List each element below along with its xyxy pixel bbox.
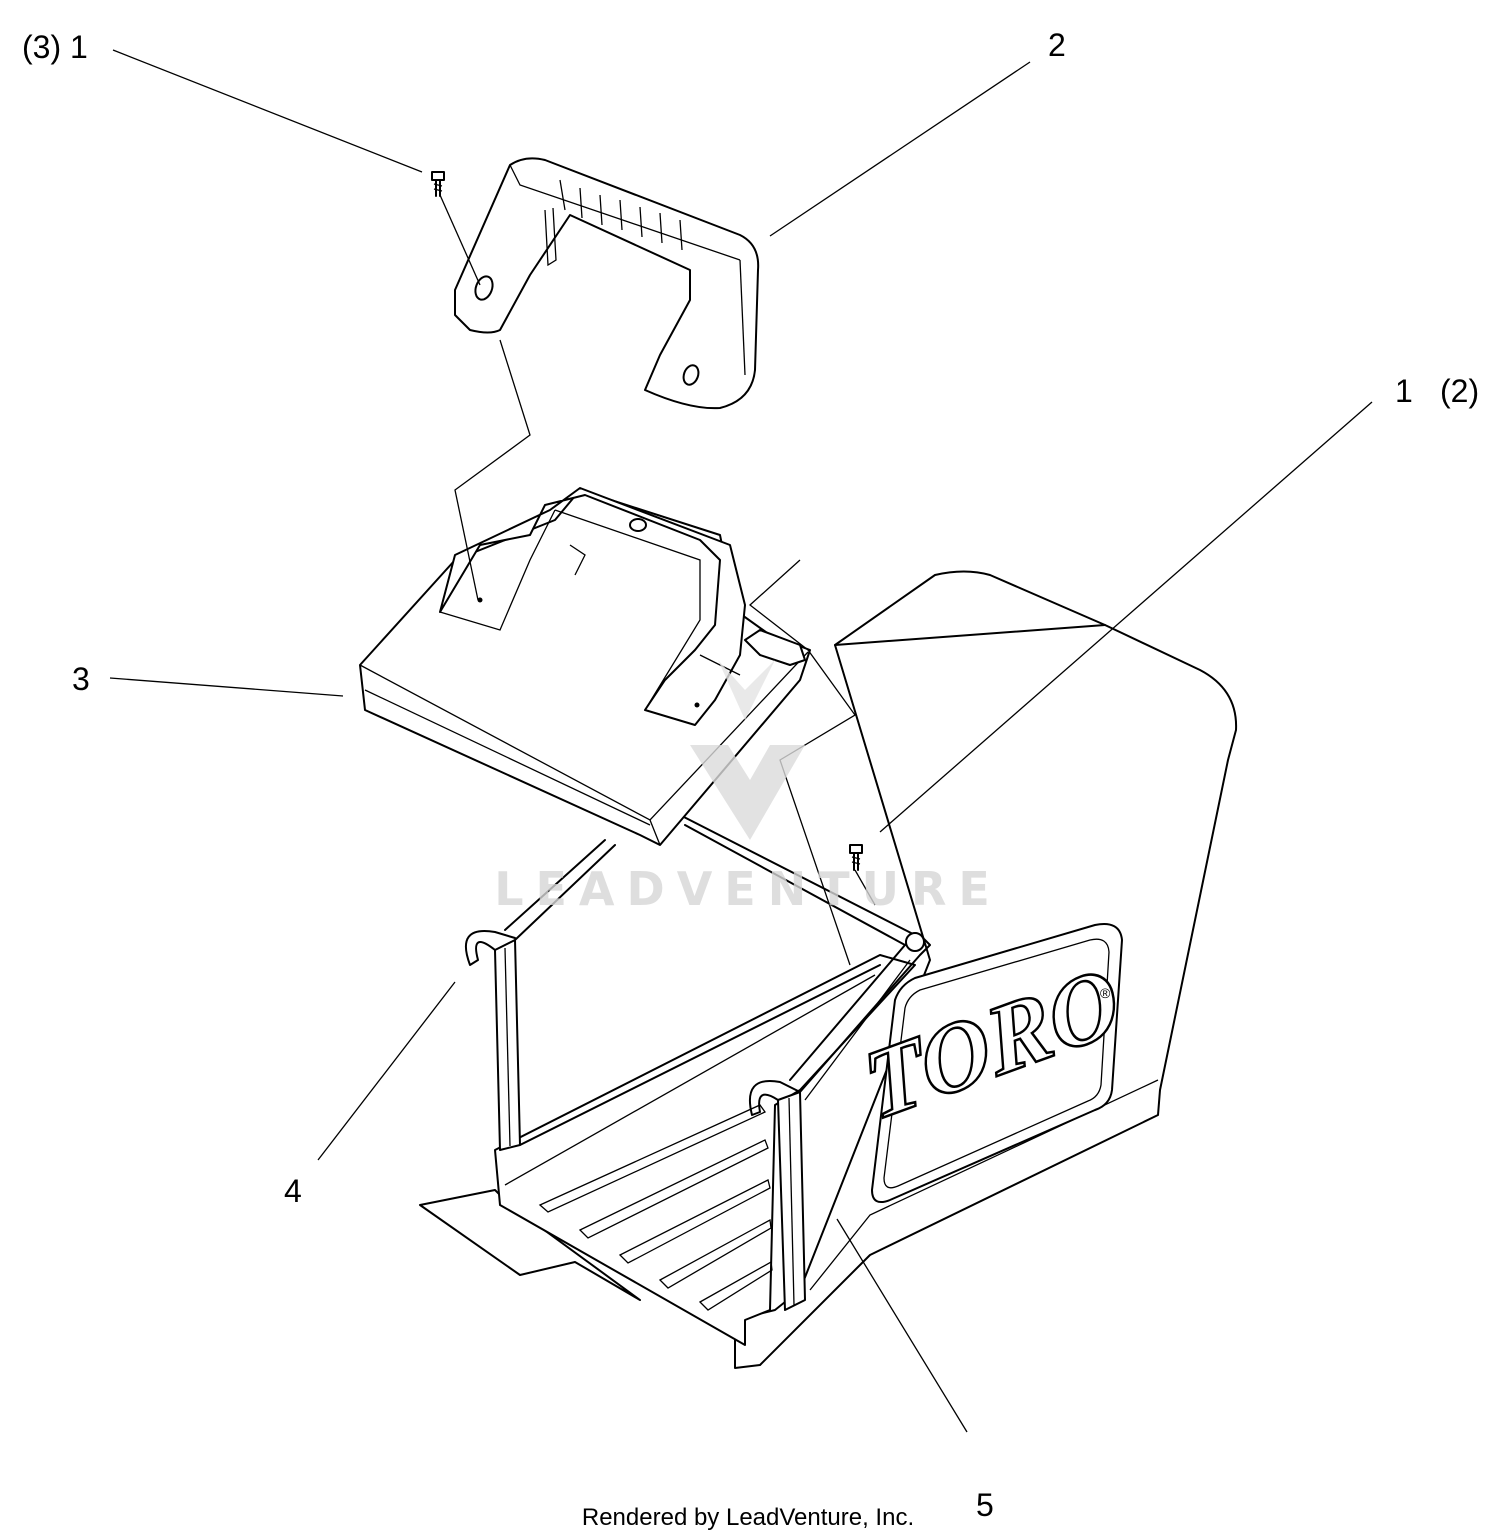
callout-1-qty3: (3) 1 bbox=[22, 29, 88, 65]
logo-plate bbox=[871, 923, 1123, 1203]
callout-5: 5 bbox=[976, 1487, 994, 1523]
handle-grip bbox=[454, 157, 760, 410]
callouts: (3) 1 2 1 (2) 3 4 5 bbox=[22, 27, 1479, 1523]
callout-2: 2 bbox=[1048, 27, 1066, 63]
leader-lines bbox=[109, 49, 1373, 1433]
screw-top bbox=[431, 171, 445, 197]
registered-mark: ® bbox=[1100, 985, 1111, 1001]
bag-frame bbox=[419, 814, 931, 1346]
watermark-text: LEADVENTURE bbox=[494, 862, 1002, 916]
watermark: LEADVENTURE bbox=[494, 660, 1002, 916]
screw-right bbox=[849, 844, 863, 871]
assembly-lines bbox=[439, 194, 876, 966]
callout-1-right: 1 bbox=[1395, 373, 1413, 409]
grass-bag: TORO ® bbox=[734, 570, 1238, 1369]
callout-3: 3 bbox=[72, 661, 90, 697]
callout-4: 4 bbox=[284, 1173, 302, 1209]
render-credit: Rendered by LeadVenture, Inc. bbox=[582, 1504, 914, 1531]
callout-1-right-qty: (2) bbox=[1440, 373, 1479, 409]
